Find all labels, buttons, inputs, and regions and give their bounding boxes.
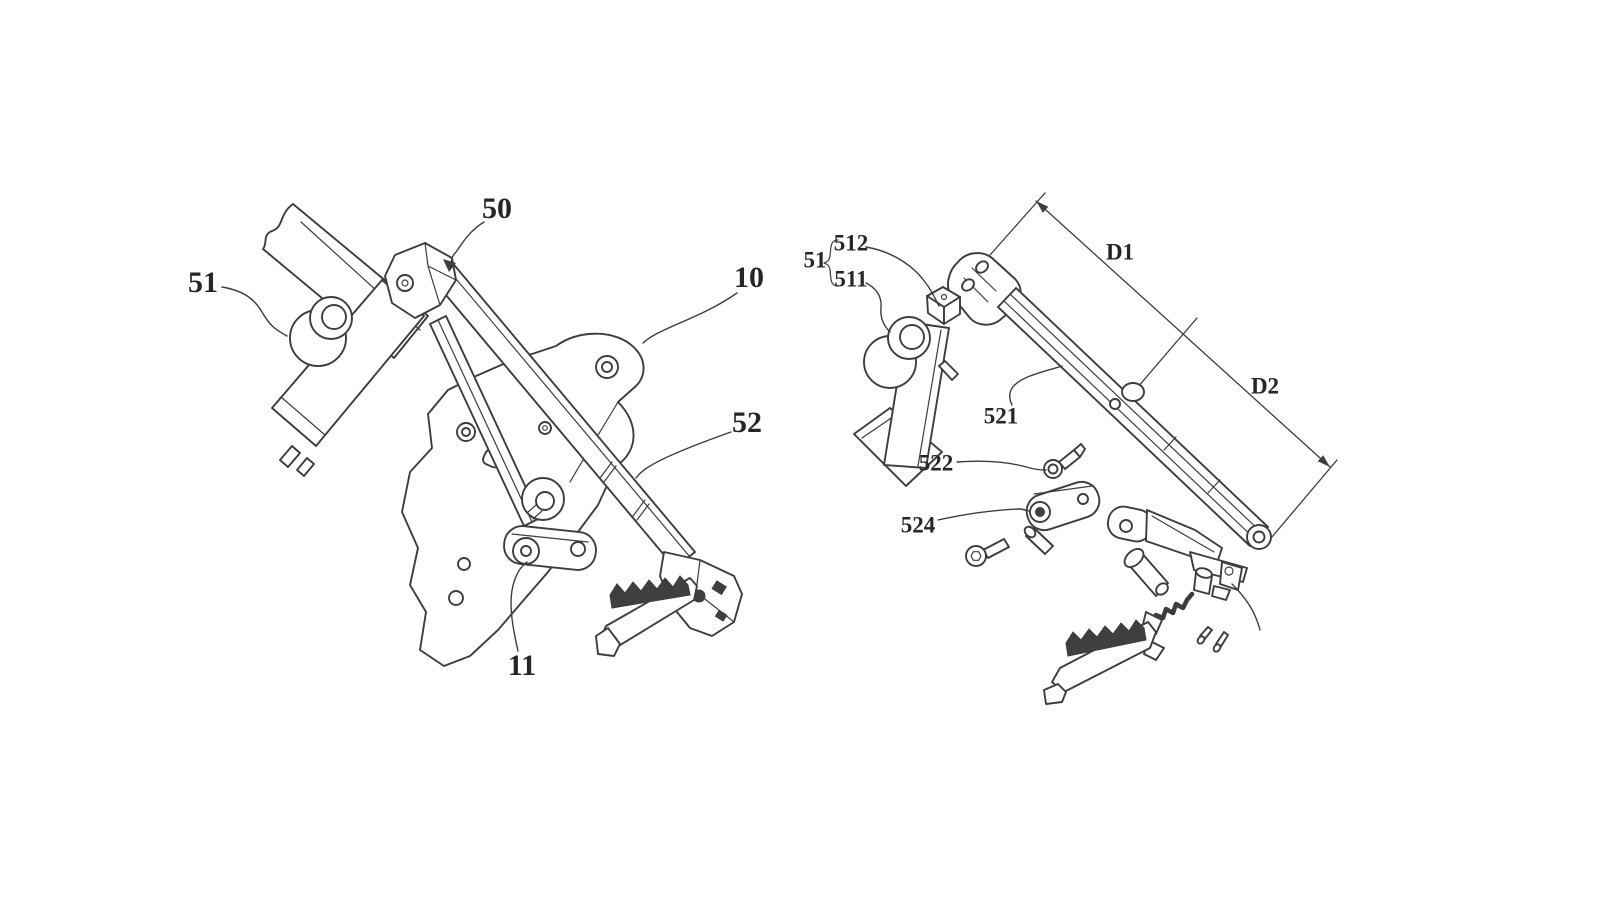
dim-arrow-top [1036, 201, 1049, 213]
bolt-522 [1043, 443, 1086, 479]
actuator-motor [289, 296, 353, 367]
arrowhead-50 [443, 259, 456, 272]
lever-hole [1119, 519, 1133, 533]
footpeg-tip [1043, 683, 1067, 705]
footpeg [595, 575, 698, 657]
label-10: 10 [734, 261, 764, 294]
exploded-view: D1 D2 [804, 192, 1338, 705]
brace-51 [823, 239, 839, 287]
assembled-annotations: 50 51 10 52 11 [188, 192, 764, 682]
label-511: 511 [834, 266, 867, 291]
label-51-group: 51 [804, 247, 827, 272]
actuator-tube [883, 321, 950, 469]
label-512: 512 [834, 230, 869, 255]
dimension-lines: D1 D2 [989, 192, 1338, 545]
label-524: 524 [901, 512, 936, 537]
arm-bolt [538, 421, 552, 435]
label-52: 52 [732, 406, 762, 439]
actuator-pin [296, 457, 315, 477]
lever-bracket [1106, 505, 1248, 601]
link-hole [1077, 493, 1089, 505]
label-11: 11 [508, 649, 536, 682]
set-screws [1196, 626, 1229, 653]
bracket-hole [396, 274, 414, 292]
label-522: 522 [919, 450, 954, 475]
footpeg-tip [595, 627, 621, 657]
actuator-pin [279, 445, 301, 468]
arm-mid-hole [1109, 398, 1121, 410]
exploded-arm-521 [947, 252, 1272, 550]
roller-pin [1193, 567, 1213, 595]
label-50: 50 [482, 192, 512, 225]
return-spring [1148, 591, 1195, 625]
label-521: 521 [984, 403, 1019, 428]
housing-hardware [711, 580, 727, 596]
hinge-bracket [384, 242, 457, 319]
label-51: 51 [188, 266, 218, 299]
actuator-stub-pin [938, 360, 959, 381]
clevis-hole [961, 278, 975, 292]
dim-arrow-bottom [1317, 455, 1330, 467]
exploded-annotations: 51 512 511 521 522 524 [804, 230, 1063, 537]
link-hole [570, 541, 586, 557]
housing-hardware [714, 609, 728, 622]
socket-bolt [965, 538, 1010, 567]
link-524 [1025, 480, 1101, 532]
label-d2: D2 [1251, 373, 1279, 398]
spacer-pin [1023, 525, 1054, 555]
footpeg-knurl [609, 575, 691, 609]
plate-hole [448, 590, 464, 606]
exploded-footpeg [1043, 611, 1165, 705]
pivot-boss [521, 477, 565, 521]
footpeg-knurl [1065, 619, 1147, 657]
assembled-view: 50 51 10 52 11 [188, 192, 764, 682]
clevis-hole [975, 260, 989, 274]
label-d1: D1 [1106, 239, 1134, 264]
plate-hole [457, 557, 471, 571]
arm-mid-boss [1121, 382, 1145, 402]
exploded-actuator [853, 286, 961, 487]
clevis-pin [1123, 548, 1169, 597]
pivot-link [503, 525, 597, 571]
leader-unlabeled [1231, 583, 1261, 631]
